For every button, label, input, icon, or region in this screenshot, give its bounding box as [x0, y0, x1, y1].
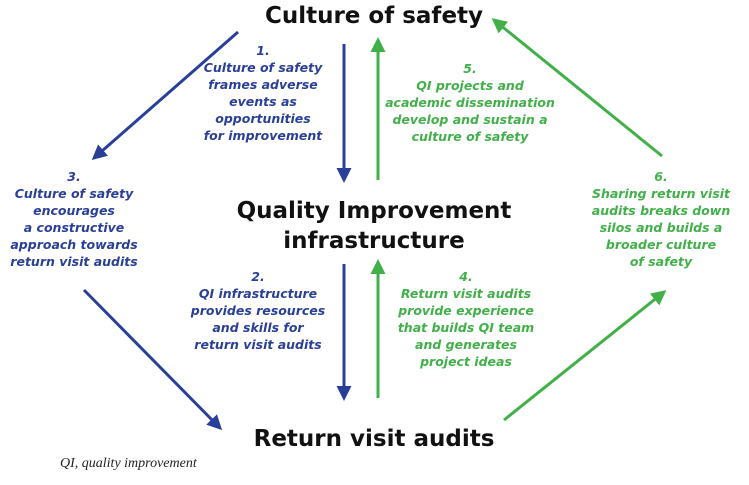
- label-6: 6. Sharing return visit audits breaks do…: [586, 168, 736, 270]
- node-return-visit-audits-text: Return visit audits: [253, 426, 495, 452]
- label-1: 1. Culture of safety frames adverse even…: [188, 42, 338, 144]
- label-6-number: 6.: [654, 169, 668, 184]
- label-1-line: Culture of safety: [203, 60, 323, 75]
- label-1-number: 1.: [256, 43, 270, 58]
- node-return-visit-audits: Return visit audits: [224, 425, 524, 453]
- label-2-number: 2.: [251, 269, 265, 284]
- label-4-line: provide experience: [398, 303, 534, 318]
- label-3-line: approach towards: [10, 237, 138, 252]
- label-1-line: for improvement: [203, 128, 323, 143]
- label-5-line: culture of safety: [411, 129, 529, 144]
- label-3-number: 3.: [67, 169, 81, 184]
- label-6-line: of safety: [629, 254, 693, 269]
- label-5-number: 5.: [463, 61, 477, 76]
- label-4-line: Return visit audits: [400, 286, 532, 301]
- label-3-line: return visit audits: [10, 254, 138, 269]
- label-2-line: and skills for: [212, 320, 304, 335]
- label-2-line: return visit audits: [194, 337, 322, 352]
- label-5-line: develop and sustain a: [392, 112, 548, 127]
- label-1-line: opportunities: [215, 111, 311, 126]
- label-1-line: events as: [229, 94, 297, 109]
- label-1-line: frames adverse: [208, 77, 318, 92]
- label-5-line: academic dissemination: [385, 95, 555, 110]
- node-quality-improvement-infrastructure: Quality Improvement infrastructure: [192, 196, 556, 256]
- arrow-3-culture-to-left: [91, 30, 239, 160]
- label-3-line: encourages: [33, 203, 115, 218]
- label-2-line: QI infrastructure: [198, 286, 318, 301]
- label-5-line: QI projects and: [416, 78, 524, 93]
- label-6-line: audits breaks down: [591, 203, 731, 218]
- label-6-line: broader culture: [605, 237, 717, 252]
- label-3-line: Culture of safety: [14, 186, 134, 201]
- label-6-line: silos and builds a: [599, 220, 723, 235]
- node-culture-of-safety-text: Culture of safety: [264, 3, 484, 29]
- node-culture-of-safety: Culture of safety: [224, 2, 524, 30]
- label-4-line: and generates: [415, 337, 517, 352]
- label-3: 3. Culture of safety encourages a constr…: [6, 168, 142, 270]
- arrow-6-audits-to-right: [503, 290, 667, 422]
- label-2: 2. QI infrastructure provides resources …: [178, 268, 338, 353]
- label-4: 4. Return visit audits provide experienc…: [382, 268, 550, 370]
- arrow-6-right-to-culture: [491, 18, 663, 158]
- node-qi-line-2: infrastructure: [283, 228, 465, 254]
- label-3-line: a constructive: [23, 220, 125, 235]
- label-5: 5. QI projects and academic disseminatio…: [368, 60, 572, 145]
- label-4-line: project ideas: [420, 354, 512, 369]
- label-4-number: 4.: [459, 269, 473, 284]
- label-4-line: that builds QI team: [397, 320, 535, 335]
- label-2-line: provides resources: [190, 303, 326, 318]
- node-qi-line-1: Quality Improvement: [236, 198, 512, 224]
- arrow-3-left-to-audits: [82, 288, 223, 431]
- figure-caption: QI, quality improvement: [60, 456, 197, 471]
- label-6-line: Sharing return visit: [591, 186, 731, 201]
